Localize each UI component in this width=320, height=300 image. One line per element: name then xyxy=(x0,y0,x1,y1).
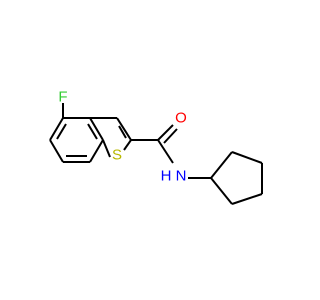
bond-c7a-c3a xyxy=(89,117,104,141)
oxygen-label: O xyxy=(175,110,187,127)
bond-lines xyxy=(49,103,263,205)
bond-cp2-cp3 xyxy=(231,151,263,164)
bond-c4-c5-double xyxy=(56,123,67,140)
sulfur-label: S xyxy=(112,147,122,164)
bond-c3-c2 xyxy=(116,117,132,141)
bond-c7-c7a xyxy=(89,139,104,163)
bond-cp4-cp5 xyxy=(231,193,263,205)
hydrogen-label: H xyxy=(161,168,172,185)
bond-cp5-cp1 xyxy=(210,177,233,205)
bond-cp1-cp2 xyxy=(210,151,233,179)
bond-carbonyl-o-double xyxy=(163,128,178,144)
structure-canvas: F S O N H xyxy=(49,89,263,205)
bond-c7a-c3a-double xyxy=(87,123,98,140)
bond-carbonyl-o xyxy=(157,124,174,141)
nitrogen-label: N xyxy=(176,168,187,185)
bond-c2-s xyxy=(123,139,132,151)
bond-carbonyl-n xyxy=(157,139,174,164)
atom-labels: F S O N H xyxy=(58,89,186,185)
bond-c3-c2-double xyxy=(118,125,127,139)
bond-c5-c6 xyxy=(49,139,64,163)
fluorine-label: F xyxy=(58,89,67,106)
bond-s-c7a xyxy=(102,139,111,158)
bond-c4-c5 xyxy=(49,117,64,141)
